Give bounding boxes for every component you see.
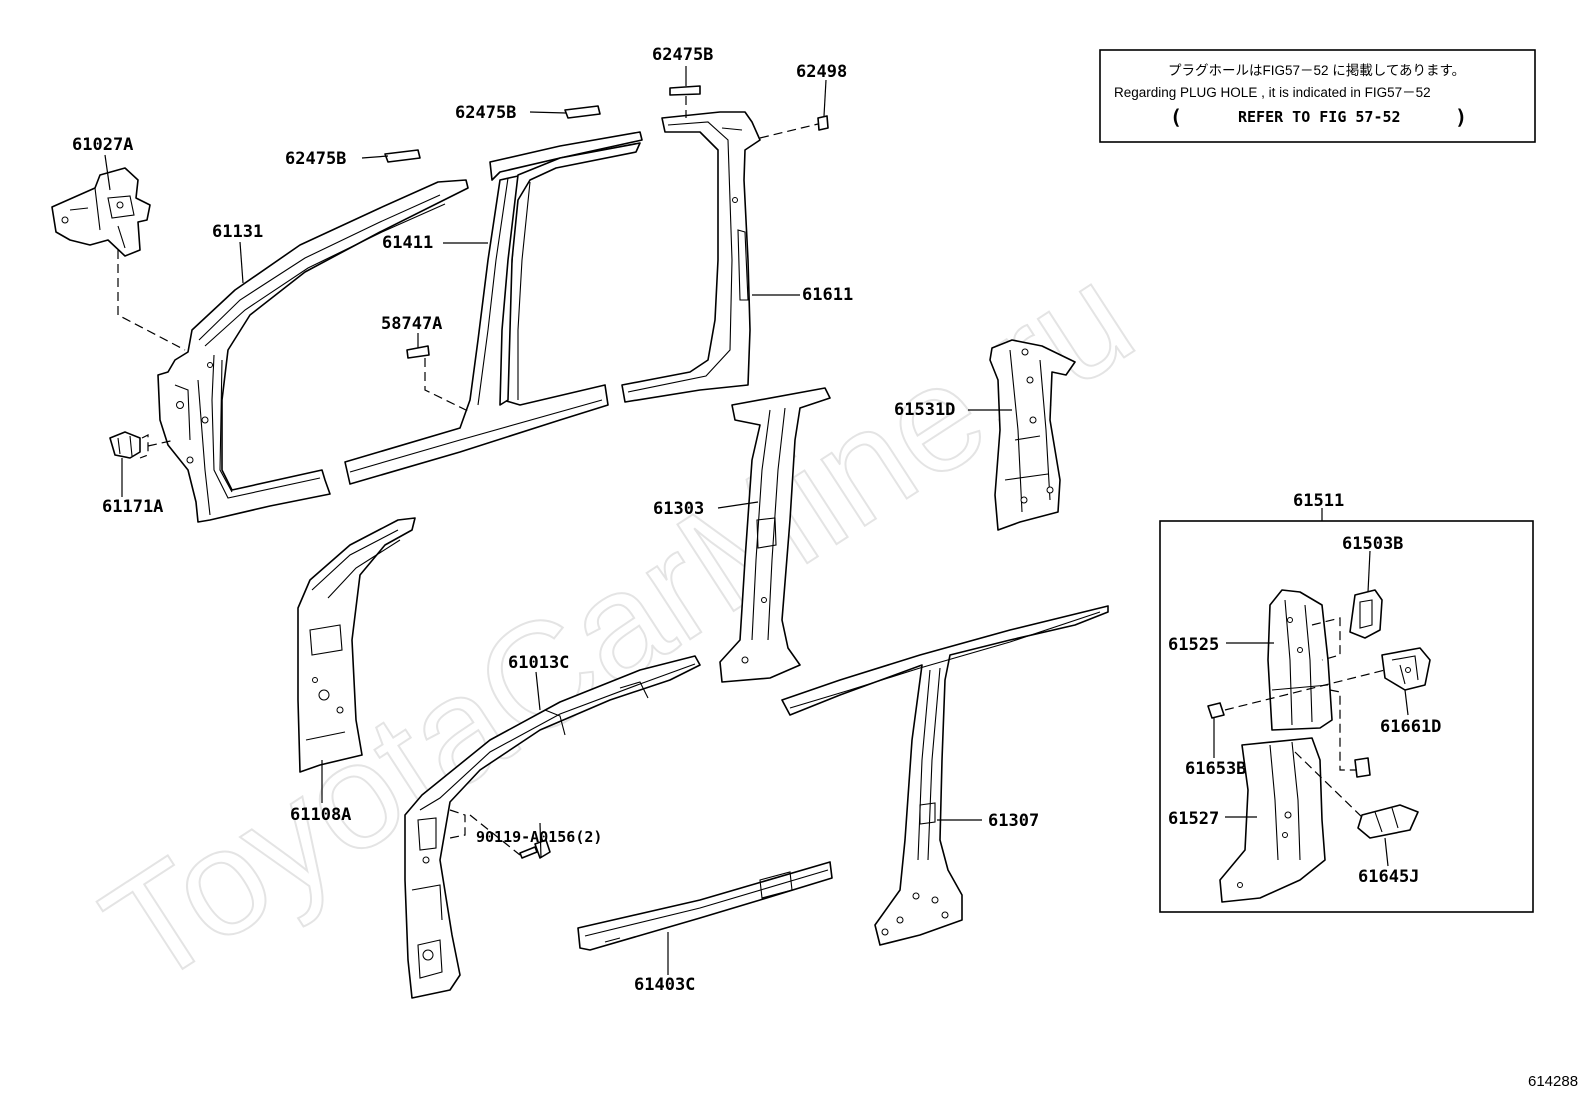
label-61511: 61511 — [1293, 491, 1344, 511]
assembly-dashed-lines — [117, 96, 1386, 856]
label-58747A: 58747A — [381, 314, 442, 334]
label-61653B: 61653B — [1185, 759, 1246, 779]
part-61403C-shape — [577, 861, 833, 951]
part-61611-shape — [621, 111, 761, 403]
note-refer-text: REFER TO FIG 57-52 — [1238, 108, 1401, 126]
part-61108A-shape — [297, 517, 416, 773]
label-61131: 61131 — [212, 222, 263, 242]
part-61527-shape — [1219, 737, 1326, 903]
label-62475B-a: 62475B — [285, 149, 346, 169]
label-61531D: 61531D — [894, 400, 955, 420]
leader-lines — [104, 66, 1409, 975]
part-61511-small-plate — [1354, 757, 1371, 778]
part-61661D-shape — [1381, 647, 1431, 691]
label-61503B: 61503B — [1342, 534, 1403, 554]
label-61411: 61411 — [382, 233, 433, 253]
part-62498-shape — [817, 115, 829, 131]
label-61661D: 61661D — [1380, 717, 1441, 737]
group-61511-box — [1159, 520, 1534, 913]
part-61131-shape — [157, 179, 469, 523]
label-61307: 61307 — [988, 811, 1039, 831]
part-61013C-shape — [404, 655, 701, 999]
label-61645J: 61645J — [1358, 867, 1419, 887]
label-62475B-c: 62475B — [652, 45, 713, 65]
note-box: プラグホールはFIG57－52 に掲載してあります。 Regarding PLU… — [1099, 49, 1536, 143]
part-61171A-shape — [109, 431, 141, 459]
label-61525: 61525 — [1168, 635, 1219, 655]
note-line-en: Regarding PLUG HOLE , it is indicated in… — [1114, 85, 1431, 100]
part-61027A-shape — [51, 167, 151, 257]
label-61108A: 61108A — [290, 805, 351, 825]
part-labels: 61027A 61131 62475B 62475B 62475B 62498 … — [72, 45, 1441, 995]
part-61411-shape — [344, 131, 643, 485]
label-90119-A0156: 90119-A0156(2) — [476, 828, 602, 846]
label-61303: 61303 — [653, 499, 704, 519]
part-61503B-shape — [1349, 589, 1383, 639]
label-61403C: 61403C — [634, 975, 695, 995]
part-61653B-shape — [1207, 702, 1225, 719]
part-90119-bolt-shape — [519, 839, 551, 859]
label-61611: 61611 — [802, 285, 853, 305]
figure-number: 614288 — [1528, 1073, 1578, 1090]
part-61303-shape — [719, 387, 831, 683]
note-paren-open: ( — [1170, 105, 1182, 129]
part-61307-shape — [781, 605, 1109, 946]
label-62498: 62498 — [796, 62, 847, 82]
label-61171A: 61171A — [102, 497, 163, 517]
label-61527: 61527 — [1168, 809, 1219, 829]
part-62475B-pads — [384, 85, 701, 163]
note-line-jp: プラグホールはFIG57－52 に掲載してあります。 — [1168, 63, 1465, 78]
part-61645J-shape — [1357, 804, 1419, 839]
part-58747A-shape — [406, 345, 430, 359]
label-61027A: 61027A — [72, 135, 133, 155]
part-61531D-shape — [989, 339, 1076, 531]
label-62475B-b: 62475B — [455, 103, 516, 123]
note-paren-close: ) — [1455, 105, 1467, 129]
label-61013C: 61013C — [508, 653, 569, 673]
